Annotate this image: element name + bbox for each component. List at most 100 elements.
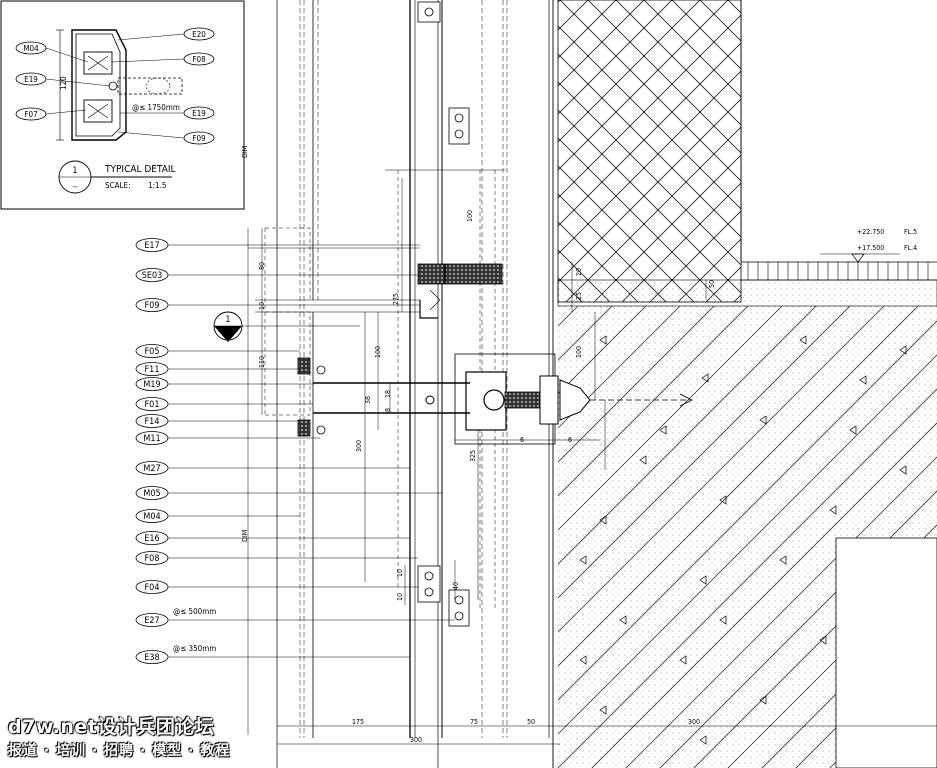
dimension-texts: DIM DIM 80 10 110 100 20 275 25 100 100 … bbox=[241, 146, 716, 744]
dim-label-a: DIM bbox=[241, 146, 249, 158]
dim-bottom-175: 175 bbox=[352, 718, 364, 726]
detail-circle-number: 1 bbox=[72, 166, 77, 176]
dim-10-a: 10 bbox=[396, 569, 404, 577]
detail-dim-120: 120 bbox=[59, 76, 68, 90]
dim-8: 8 bbox=[384, 408, 392, 412]
svg-text:E27: E27 bbox=[144, 616, 159, 626]
tag-f01: F01 bbox=[135, 397, 169, 411]
dimension-lines bbox=[247, 178, 937, 745]
dim-bottom-300: 300 bbox=[688, 718, 700, 726]
note-e38: @≤ 350mm bbox=[173, 644, 216, 653]
note-e27: @≤ 500mm bbox=[173, 607, 216, 616]
dim-325: 325 bbox=[469, 450, 477, 462]
detail-tag-f08: F08 bbox=[111, 52, 215, 66]
dim-100-top: 100 bbox=[466, 210, 474, 222]
tag-e16: E16 bbox=[135, 531, 169, 545]
tag-e27: E27 bbox=[135, 613, 169, 627]
concrete-aggregate bbox=[579, 335, 907, 745]
tag-f09: F09 bbox=[135, 298, 169, 312]
insulation-block bbox=[417, 263, 503, 285]
detail-tag-e19-left: E19 bbox=[15, 72, 111, 87]
svg-text:F01: F01 bbox=[145, 400, 160, 410]
watermark-line-1: d7w.net设计兵团论坛 bbox=[8, 716, 215, 738]
dim-6-b: 6 bbox=[568, 436, 572, 444]
svg-text:F07: F07 bbox=[24, 110, 37, 119]
tag-f11: F11 bbox=[135, 362, 169, 376]
dim-18: 18 bbox=[384, 390, 392, 398]
svg-text:F09: F09 bbox=[192, 134, 206, 143]
tag-e17: E17 bbox=[135, 238, 169, 252]
detail-tag-f09: F09 bbox=[117, 131, 215, 145]
dim-bottom-50: 50 bbox=[527, 718, 535, 726]
svg-text:E17: E17 bbox=[144, 241, 159, 251]
screed-layer bbox=[557, 279, 937, 307]
svg-text:M11: M11 bbox=[143, 434, 160, 444]
dim-6-a: 6 bbox=[520, 436, 524, 444]
svg-text:E38: E38 bbox=[144, 653, 159, 663]
detail-scale-value: 1:1.5 bbox=[148, 181, 166, 190]
tag-m04: M04 bbox=[135, 509, 169, 523]
dim-20: 20 bbox=[575, 268, 583, 276]
svg-text:F09: F09 bbox=[145, 301, 160, 311]
dim-10: 10 bbox=[258, 302, 266, 310]
dim-80: 80 bbox=[258, 262, 266, 270]
dim-label-b: DIM bbox=[241, 530, 249, 542]
dim-100-right: 100 bbox=[575, 346, 583, 358]
detail-tag-e20: E20 bbox=[117, 27, 215, 41]
dim-bottom-total: 300 bbox=[410, 736, 422, 744]
tag-m11: M11 bbox=[135, 431, 169, 445]
tag-m27: M27 bbox=[135, 461, 169, 475]
svg-text:F11: F11 bbox=[145, 365, 160, 375]
facade-lines bbox=[255, 0, 554, 768]
svg-text:M04: M04 bbox=[23, 44, 39, 53]
slab-step-void bbox=[835, 537, 937, 768]
svg-text:M19: M19 bbox=[143, 380, 160, 390]
tag-f08: F08 bbox=[135, 551, 169, 565]
detail-tag-f07: F07 bbox=[15, 107, 87, 121]
tag-f05: F05 bbox=[135, 344, 169, 358]
level-1: +22.750 bbox=[857, 228, 884, 236]
fl-1: FL.5 bbox=[904, 228, 917, 236]
dim-10-b: 10 bbox=[396, 593, 404, 601]
tag-leaders bbox=[168, 244, 455, 658]
fl-2: FL.4 bbox=[904, 244, 917, 252]
svg-text:M04: M04 bbox=[143, 512, 160, 522]
svg-text:M27: M27 bbox=[143, 464, 160, 474]
svg-text:SE03: SE03 bbox=[142, 271, 163, 281]
svg-text:E20: E20 bbox=[192, 30, 206, 39]
watermark-line-2: 报道 · 培训 · 招聘 · 模型 · 教程 bbox=[8, 743, 231, 759]
dim-100-mid: 100 bbox=[374, 346, 382, 358]
dim-110: 110 bbox=[258, 356, 266, 368]
dim-40: 40 bbox=[452, 582, 460, 590]
dim-bottom-75: 75 bbox=[470, 718, 478, 726]
tag-f14: F14 bbox=[135, 414, 169, 428]
detail-scale-label: SCALE: bbox=[105, 181, 131, 190]
level-2: +17.500 bbox=[857, 244, 884, 252]
dim-25: 25 bbox=[575, 292, 583, 300]
svg-text:F08: F08 bbox=[192, 55, 206, 64]
svg-text:E19: E19 bbox=[192, 109, 206, 118]
svg-text:F14: F14 bbox=[145, 417, 160, 427]
svg-text:E19: E19 bbox=[24, 75, 38, 84]
detail-spacing-note: @≤ 1750mm bbox=[132, 103, 180, 112]
svg-text:F04: F04 bbox=[145, 583, 160, 593]
anchor-bracket-assembly bbox=[297, 289, 693, 445]
detail-tag-m04: M04 bbox=[15, 41, 89, 63]
fixing-clips bbox=[417, 1, 470, 627]
detail-circle-sub: -- bbox=[72, 182, 78, 191]
svg-text:M05: M05 bbox=[143, 489, 160, 499]
tag-m05: M05 bbox=[135, 486, 169, 500]
dim-50: 50 bbox=[708, 280, 716, 288]
dim-38: 38 bbox=[364, 396, 372, 404]
svg-text:1: 1 bbox=[225, 315, 230, 325]
tag-m19: M19 bbox=[135, 377, 169, 391]
dim-300: 300 bbox=[355, 440, 363, 452]
dim-275: 275 bbox=[392, 293, 400, 305]
profile-drawing bbox=[56, 29, 183, 141]
svg-text:F05: F05 bbox=[145, 347, 160, 357]
section-marker: 1 bbox=[213, 311, 360, 342]
svg-text:F08: F08 bbox=[145, 554, 160, 564]
level-markers: +22.750 FL.5 +17.500 FL.4 bbox=[851, 228, 917, 263]
typical-detail-box: 120 M04 E19 F07 E20 F08 bbox=[0, 0, 245, 210]
